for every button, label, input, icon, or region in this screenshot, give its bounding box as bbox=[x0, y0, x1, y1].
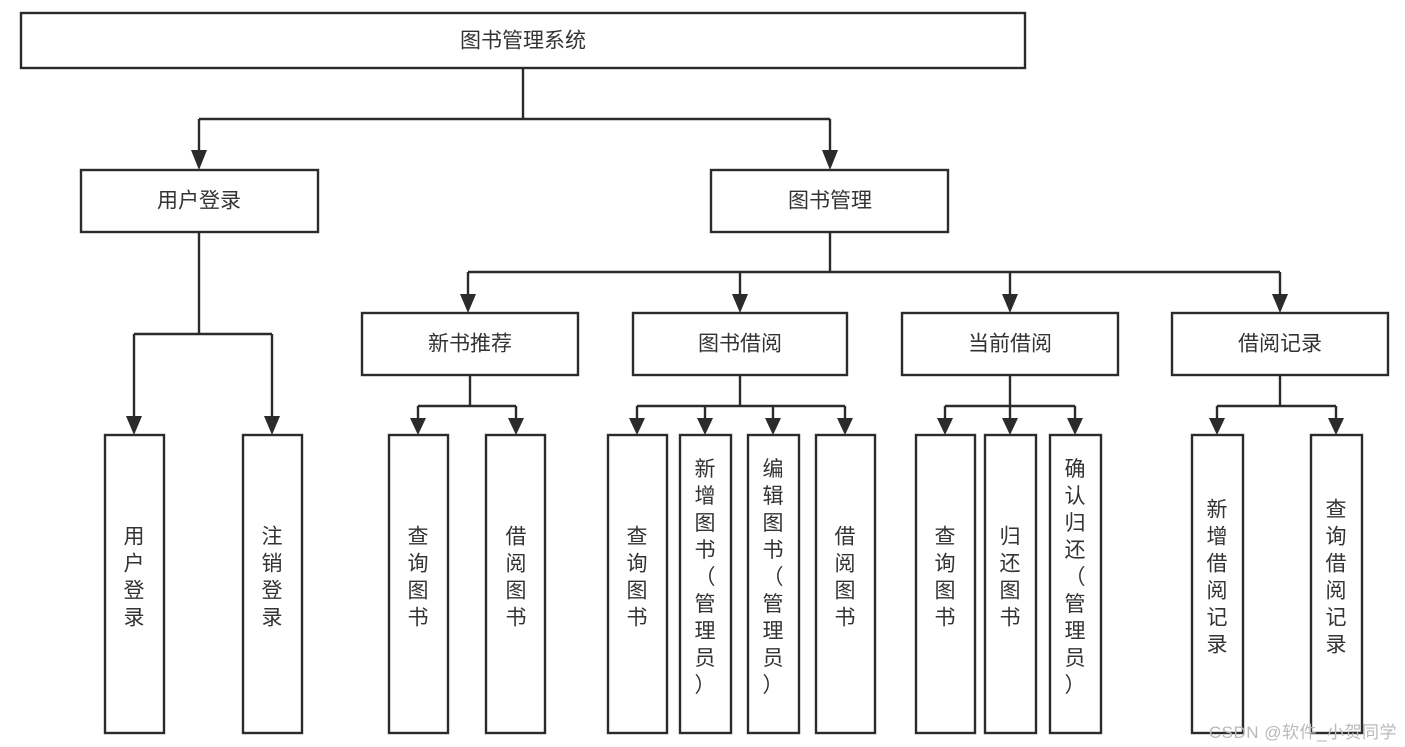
node-leaf-user-login-box[interactable] bbox=[103, 433, 166, 735]
watermark-text: CSDN @软件_小贺同学 bbox=[1208, 723, 1397, 742]
arrow-head-leaf-add-book bbox=[697, 418, 713, 435]
node-leaf-query-book-3-box[interactable] bbox=[914, 433, 977, 735]
node-leaf-add-record-label: 新增借阅记录 bbox=[1207, 499, 1228, 657]
node-leaf-edit-book-box[interactable] bbox=[746, 433, 801, 735]
arrow-head-leaf-borrow-book-1 bbox=[508, 418, 524, 435]
node-new-book-recommend-label: 新书推荐 bbox=[428, 333, 512, 356]
node-leaf-query-book-1-label: 查询图书 bbox=[408, 526, 429, 630]
node-book-borrow[interactable]: 图书借阅 bbox=[631, 311, 849, 377]
arrow-head-new-book-recommend bbox=[460, 294, 476, 313]
node-leaf-confirm-return[interactable]: 确认归还（管理员） bbox=[1048, 433, 1103, 735]
arrow-head-leaf-logout bbox=[264, 416, 280, 435]
node-leaf-add-record-box[interactable] bbox=[1190, 433, 1245, 735]
node-user-login-label: 用户登录 bbox=[157, 190, 241, 213]
arrow-head-user-login bbox=[191, 150, 207, 170]
node-leaf-edit-book-label: 编辑图书（管理员） bbox=[763, 458, 784, 697]
node-current-borrow-box[interactable] bbox=[900, 311, 1120, 377]
node-leaf-query-record[interactable]: 查询借阅记录 bbox=[1309, 433, 1364, 735]
node-leaf-borrow-book-2-box[interactable] bbox=[814, 433, 877, 735]
arrow-head-leaf-query-book-2 bbox=[629, 418, 645, 435]
node-leaf-confirm-return-label: 确认归还（管理员） bbox=[1065, 458, 1086, 697]
node-leaf-confirm-return-box[interactable] bbox=[1048, 433, 1103, 735]
arrow-head-leaf-add-record bbox=[1209, 418, 1225, 435]
node-leaf-borrow-book-1-box[interactable] bbox=[484, 433, 547, 735]
arrow-head-leaf-query-book-1 bbox=[410, 418, 426, 435]
node-leaf-add-book-box[interactable] bbox=[678, 433, 733, 735]
arrow-head-leaf-edit-book bbox=[765, 418, 781, 435]
arrow-head-leaf-borrow-book-2 bbox=[837, 418, 853, 435]
node-root-label: 图书管理系统 bbox=[460, 30, 586, 53]
node-leaf-query-book-1-box[interactable] bbox=[387, 433, 450, 735]
arrow-head-leaf-confirm-return bbox=[1067, 418, 1083, 435]
node-leaf-borrow-book-1-label: 借阅图书 bbox=[506, 526, 527, 630]
node-leaf-query-book-3[interactable]: 查询图书 bbox=[914, 433, 977, 735]
node-book-borrow-box[interactable] bbox=[631, 311, 849, 377]
node-leaf-query-book-1[interactable]: 查询图书 bbox=[387, 433, 450, 735]
node-leaf-logout-label: 注销登录 bbox=[262, 526, 283, 630]
arrow-head-current-borrow bbox=[1002, 294, 1018, 313]
node-leaf-edit-book[interactable]: 编辑图书（管理员） bbox=[746, 433, 801, 735]
node-book-management-box[interactable] bbox=[709, 168, 950, 234]
node-current-borrow[interactable]: 当前借阅 bbox=[900, 311, 1120, 377]
node-leaf-return-book-label: 归还图书 bbox=[1000, 526, 1021, 630]
node-leaf-borrow-book-2-label: 借阅图书 bbox=[835, 526, 856, 630]
node-user-login-box[interactable] bbox=[79, 168, 320, 234]
arrow-head-book-management bbox=[822, 150, 838, 170]
node-leaf-user-login-label: 用户登录 bbox=[124, 526, 145, 630]
node-leaf-query-book-2-label: 查询图书 bbox=[627, 526, 648, 630]
node-book-management[interactable]: 图书管理 bbox=[709, 168, 950, 234]
node-book-management-label: 图书管理 bbox=[788, 190, 872, 213]
node-leaf-query-book-3-label: 查询图书 bbox=[935, 526, 956, 630]
node-borrow-record-label: 借阅记录 bbox=[1238, 333, 1322, 356]
node-user-login[interactable]: 用户登录 bbox=[79, 168, 320, 234]
connector-layer bbox=[126, 68, 1344, 435]
node-new-book-recommend[interactable]: 新书推荐 bbox=[360, 311, 580, 377]
node-leaf-add-record[interactable]: 新增借阅记录 bbox=[1190, 433, 1245, 735]
node-new-book-recommend-box[interactable] bbox=[360, 311, 580, 377]
node-borrow-record[interactable]: 借阅记录 bbox=[1170, 311, 1390, 377]
arrow-head-leaf-return-book bbox=[1002, 418, 1018, 435]
arrow-head-borrow-record bbox=[1272, 294, 1288, 313]
node-leaf-borrow-book-1[interactable]: 借阅图书 bbox=[484, 433, 547, 735]
leaf-node-layer: 用户登录 注销登录 查询图书 借阅图书 查询图书 新增图书（管理员） bbox=[103, 433, 1364, 735]
node-leaf-borrow-book-2[interactable]: 借阅图书 bbox=[814, 433, 877, 735]
arrow-head-leaf-query-record bbox=[1328, 418, 1344, 435]
node-current-borrow-label: 当前借阅 bbox=[968, 333, 1052, 356]
node-borrow-record-box[interactable] bbox=[1170, 311, 1390, 377]
node-leaf-query-book-2[interactable]: 查询图书 bbox=[606, 433, 669, 735]
node-leaf-return-book[interactable]: 归还图书 bbox=[983, 433, 1038, 735]
arrow-head-book-borrow bbox=[732, 294, 748, 313]
node-leaf-user-login[interactable]: 用户登录 bbox=[103, 433, 166, 735]
node-root-box[interactable] bbox=[19, 11, 1027, 70]
arrow-head-leaf-user-login bbox=[126, 416, 142, 435]
node-leaf-add-book-label: 新增图书（管理员） bbox=[695, 458, 716, 697]
node-root[interactable]: 图书管理系统 bbox=[19, 11, 1027, 70]
node-leaf-query-record-box[interactable] bbox=[1309, 433, 1364, 735]
node-leaf-query-record-label: 查询借阅记录 bbox=[1326, 499, 1347, 657]
arrow-head-leaf-query-book-3 bbox=[937, 418, 953, 435]
node-leaf-query-book-2-box[interactable] bbox=[606, 433, 669, 735]
node-leaf-logout[interactable]: 注销登录 bbox=[241, 433, 304, 735]
node-leaf-return-book-box[interactable] bbox=[983, 433, 1038, 735]
node-leaf-add-book[interactable]: 新增图书（管理员） bbox=[678, 433, 733, 735]
node-leaf-logout-box[interactable] bbox=[241, 433, 304, 735]
node-book-borrow-label: 图书借阅 bbox=[698, 333, 782, 356]
